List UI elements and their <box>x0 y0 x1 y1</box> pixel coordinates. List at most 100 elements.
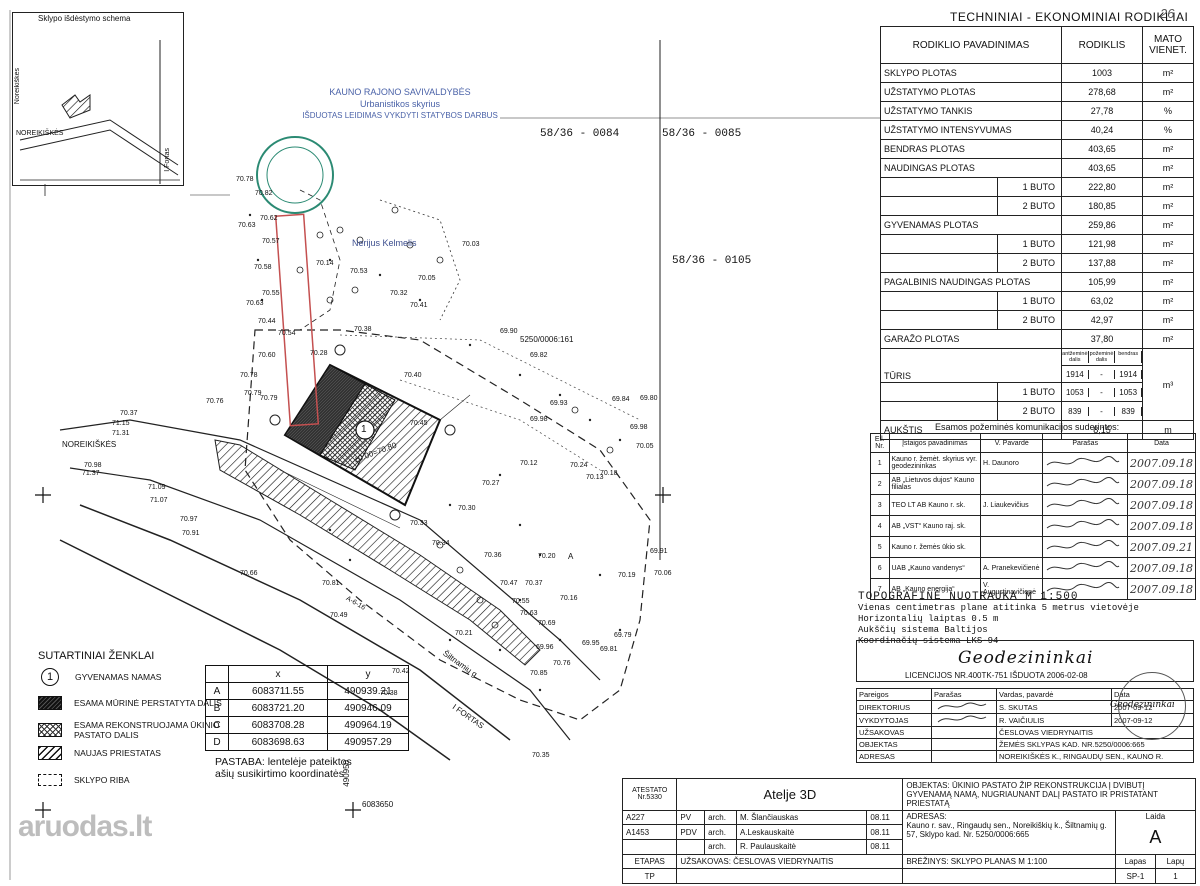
spot-height: 70.62 <box>260 215 278 222</box>
address-label: ADRESAS: <box>906 811 947 821</box>
utility-org: Kauno r. žemės ūkio sk. <box>888 536 982 558</box>
spot-height: 70.34 <box>432 540 450 547</box>
geodesy-signature <box>931 738 997 751</box>
utility-date: 2007.09.18 <box>1127 578 1196 600</box>
legend-item: SKLYPO RIBA <box>38 774 130 786</box>
tech-row-unit: m² <box>1142 310 1194 330</box>
tech-row-unit: m² <box>1142 329 1194 349</box>
utility-person: V. Augustinavičienė <box>980 578 1044 600</box>
spot-height: 70.76 <box>553 660 571 667</box>
spot-height: 70.53 <box>350 268 368 275</box>
lapas-value: SP-1 <box>1114 868 1156 884</box>
utility-date: 2007.09.21 <box>1127 536 1196 558</box>
spot-height: 70.79 <box>260 395 278 402</box>
utility-no: 3 <box>870 494 890 516</box>
tech-row-unit: m² <box>1142 253 1194 273</box>
topo-line-2: Horizontalių laiptas 0.5 m <box>858 614 999 624</box>
tech-row-name: 2 BUTO <box>997 196 1062 216</box>
geodesy-role: ADRESAS <box>856 750 932 763</box>
spot-height: 69.81 <box>600 646 618 653</box>
spot-height: 69.79 <box>614 632 632 639</box>
note-line-2: ašių susikirtimo koordinatės <box>215 768 344 780</box>
geodesy-signature <box>931 700 997 714</box>
geo-col-role: Pareigos <box>856 688 932 701</box>
staff-code: A227 <box>621 809 678 826</box>
spot-height: 70.21 <box>455 630 473 637</box>
spot-height: 70.38 <box>354 326 372 333</box>
legend-label: ESAMA REKONSTRUOJAMA ŪKINIO PASTATO DALI… <box>74 720 220 740</box>
plot-code: 5250/0006:161 <box>520 335 574 344</box>
title-block: ATESTATO Nr.5330 Atelje 3D OBJEKTAS: ŪKI… <box>621 778 1197 884</box>
utility-signature <box>1042 536 1129 558</box>
tech-volume-unit: m³ <box>1142 348 1194 421</box>
spot-height: 70.78 <box>240 372 258 379</box>
address-text: Kauno r. sav., Ringaudų sen., Noreikiški… <box>906 820 1107 839</box>
tech-volume-row-name: 1 BUTO <box>997 382 1062 402</box>
parcel-label-0105: 58/36 - 0105 <box>672 255 752 267</box>
staff-role: PV <box>676 809 706 826</box>
geodesy-name: R. VAIČIULIS <box>996 713 1112 727</box>
stamp-line-3: IŠDUOTAS LEIDIMAS VYKDYTI STATYBOS DARBU… <box>302 111 498 120</box>
geodesy-header <box>856 640 1194 682</box>
coord-cell: 6083698.63 <box>228 733 328 751</box>
spot-height: 70.06 <box>654 570 672 577</box>
spot-height: 70.36 <box>484 552 502 559</box>
spot-height: 70.35 <box>532 752 550 759</box>
coord-cell: D <box>205 733 229 751</box>
geodesy-stamp-text: Geodezininkai <box>1110 700 1175 710</box>
tech-row-value: 1003 <box>1061 63 1143 83</box>
staff-name: A.Leskauskaitė <box>735 824 868 840</box>
tech-row-value: 222,80 <box>1061 177 1143 197</box>
tech-row-name: UŽSTATYMO INTENSYVUMAS <box>880 120 1062 140</box>
legend-label: ESAMA MŪRINĖ PERSTATYTA DALIS <box>74 698 222 708</box>
tech-row-value: 42,97 <box>1061 310 1143 330</box>
spot-height: 69.96 <box>536 644 554 651</box>
utility-date: 2007.09.18 <box>1127 452 1196 474</box>
spot-height: 70.05 <box>636 443 654 450</box>
coord-cell: C <box>205 716 229 734</box>
spot-height: 70.69 <box>538 620 556 627</box>
spot-height: 70.03 <box>462 241 480 248</box>
tech-volume-val-b: - <box>1089 369 1116 379</box>
spot-height: 69.90 <box>500 328 518 335</box>
util-col-sign: Parašas <box>1042 433 1129 453</box>
spot-height: 70.76 <box>206 398 224 405</box>
spot-height: 70.57 <box>262 238 280 245</box>
spot-height: 70.05 <box>418 275 436 282</box>
col-value: RODIKLIS <box>1061 26 1143 64</box>
staff-code <box>621 838 678 855</box>
staff-name: M. Šlančiauskas <box>735 809 868 826</box>
title-block-table: ATESTATO Nr.5330 Atelje 3D OBJEKTAS: ŪKI… <box>621 778 1197 884</box>
coord-cell: 490946.09 <box>327 699 409 717</box>
util-col-date: Data <box>1127 433 1196 453</box>
utility-org: AB „Lietuvos dujos“ Kauno filialas <box>888 473 982 495</box>
tech-volume-val-a: 1914 <box>1062 369 1089 379</box>
spot-height: 71.07 <box>150 497 168 504</box>
tech-row-value: 37,80 <box>1061 329 1143 349</box>
tech-row-unit: m² <box>1142 158 1194 178</box>
staff-title: arch. <box>704 824 737 840</box>
utility-person: A. Pranekevičienė <box>980 557 1044 579</box>
tech-row-value: 403,65 <box>1061 158 1143 178</box>
tech-row-name: PAGALBINIS NAUDINGAS PLOTAS <box>880 272 1062 292</box>
tech-volume-row-name: 2 BUTO <box>997 401 1062 421</box>
tech-row-value: 27,78 <box>1061 101 1143 121</box>
spot-height: 70.79 <box>244 390 262 397</box>
schema-label-fort: I Fortas <box>164 148 171 172</box>
tech-volume-val-b: - <box>1089 406 1116 416</box>
lapu-label: Lapų <box>1154 853 1197 870</box>
geo-col-name: Vardas, pavardė <box>996 688 1112 701</box>
tech-volume-col-b: požeminė dalis <box>1089 351 1116 363</box>
utility-person <box>980 515 1044 537</box>
